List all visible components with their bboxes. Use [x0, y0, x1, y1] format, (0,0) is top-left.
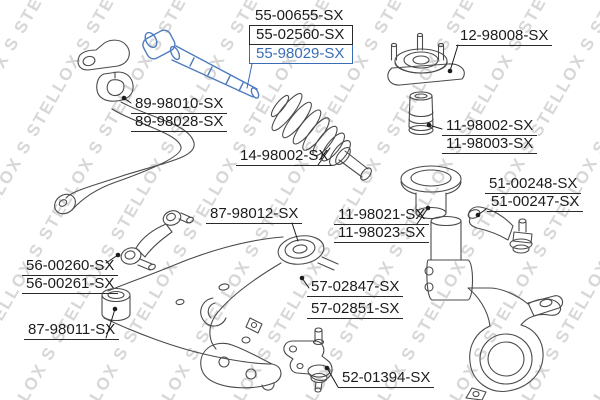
part-number-55-02560[interactable]: 55-02560-SX [249, 26, 353, 45]
part-number-55-98029-highlighted[interactable]: 55-98029-SX [249, 45, 353, 64]
part-number-control-arm-front-bushing[interactable]: 87-98011-SX [24, 322, 120, 340]
ball-joint-drawing [283, 327, 333, 393]
strut-mount-drawing [387, 32, 465, 86]
leader-lines [105, 44, 487, 388]
part-number-control-arm-rear-bushing[interactable]: 87-98012-SX [206, 206, 303, 224]
part-number-control-arm-1[interactable]: 57-02847-SX [307, 279, 404, 297]
part-number-steering-boot[interactable]: 14-98002-SX [236, 148, 333, 166]
tie-rod-end-drawing [467, 206, 533, 254]
leader-dots [112, 68, 481, 371]
tie-rod-axial-drawing [142, 29, 260, 99]
part-number-strut-mount[interactable]: 12-98008-SX [456, 28, 553, 46]
bump-stop-drawing [408, 91, 434, 136]
strut-knuckle-drawing [424, 215, 564, 400]
part-number-stabilizer-bushing-1[interactable]: 89-98010-SX [131, 96, 228, 114]
control-arm-drawing [101, 235, 339, 391]
stabilizer-bar-drawing [54, 101, 195, 215]
part-number-bump-stop-2[interactable]: 11-98003-SX [442, 136, 538, 154]
part-number-control-arm-2[interactable]: 57-02851-SX [307, 301, 404, 319]
part-number-stabilizer-link-2[interactable]: 56-00261-SX [22, 276, 119, 294]
part-number-spring-seat-1[interactable]: 11-98021-SX [334, 207, 430, 225]
part-number-55-00655[interactable]: 55-00655-SX [249, 7, 353, 26]
spring-seat-drawing [400, 165, 462, 220]
part-number-tie-rod-end-1[interactable]: 51-00248-SX [485, 176, 582, 194]
stabilizer-link-drawing [120, 210, 194, 271]
part-number-spring-seat-2[interactable]: 11-98023-SX [334, 225, 430, 243]
part-number-bump-stop-1[interactable]: 11-98002-SX [442, 118, 538, 136]
steering-boot-drawing [270, 92, 372, 181]
part-number-stabilizer-bushing-2[interactable]: 89-98028-SX [131, 114, 228, 132]
part-number-stabilizer-link-1[interactable]: 56-00260-SX [22, 258, 119, 276]
stabilizer-bracket-drawing [77, 39, 134, 102]
part-number-tie-rod-end-2[interactable]: 51-00247-SX [487, 194, 584, 212]
part-number-ball-joint[interactable]: 52-01394-SX [338, 370, 435, 388]
tie-rod-part-number-stack: 55-00655-SX 55-02560-SX 55-98029-SX [249, 7, 353, 64]
